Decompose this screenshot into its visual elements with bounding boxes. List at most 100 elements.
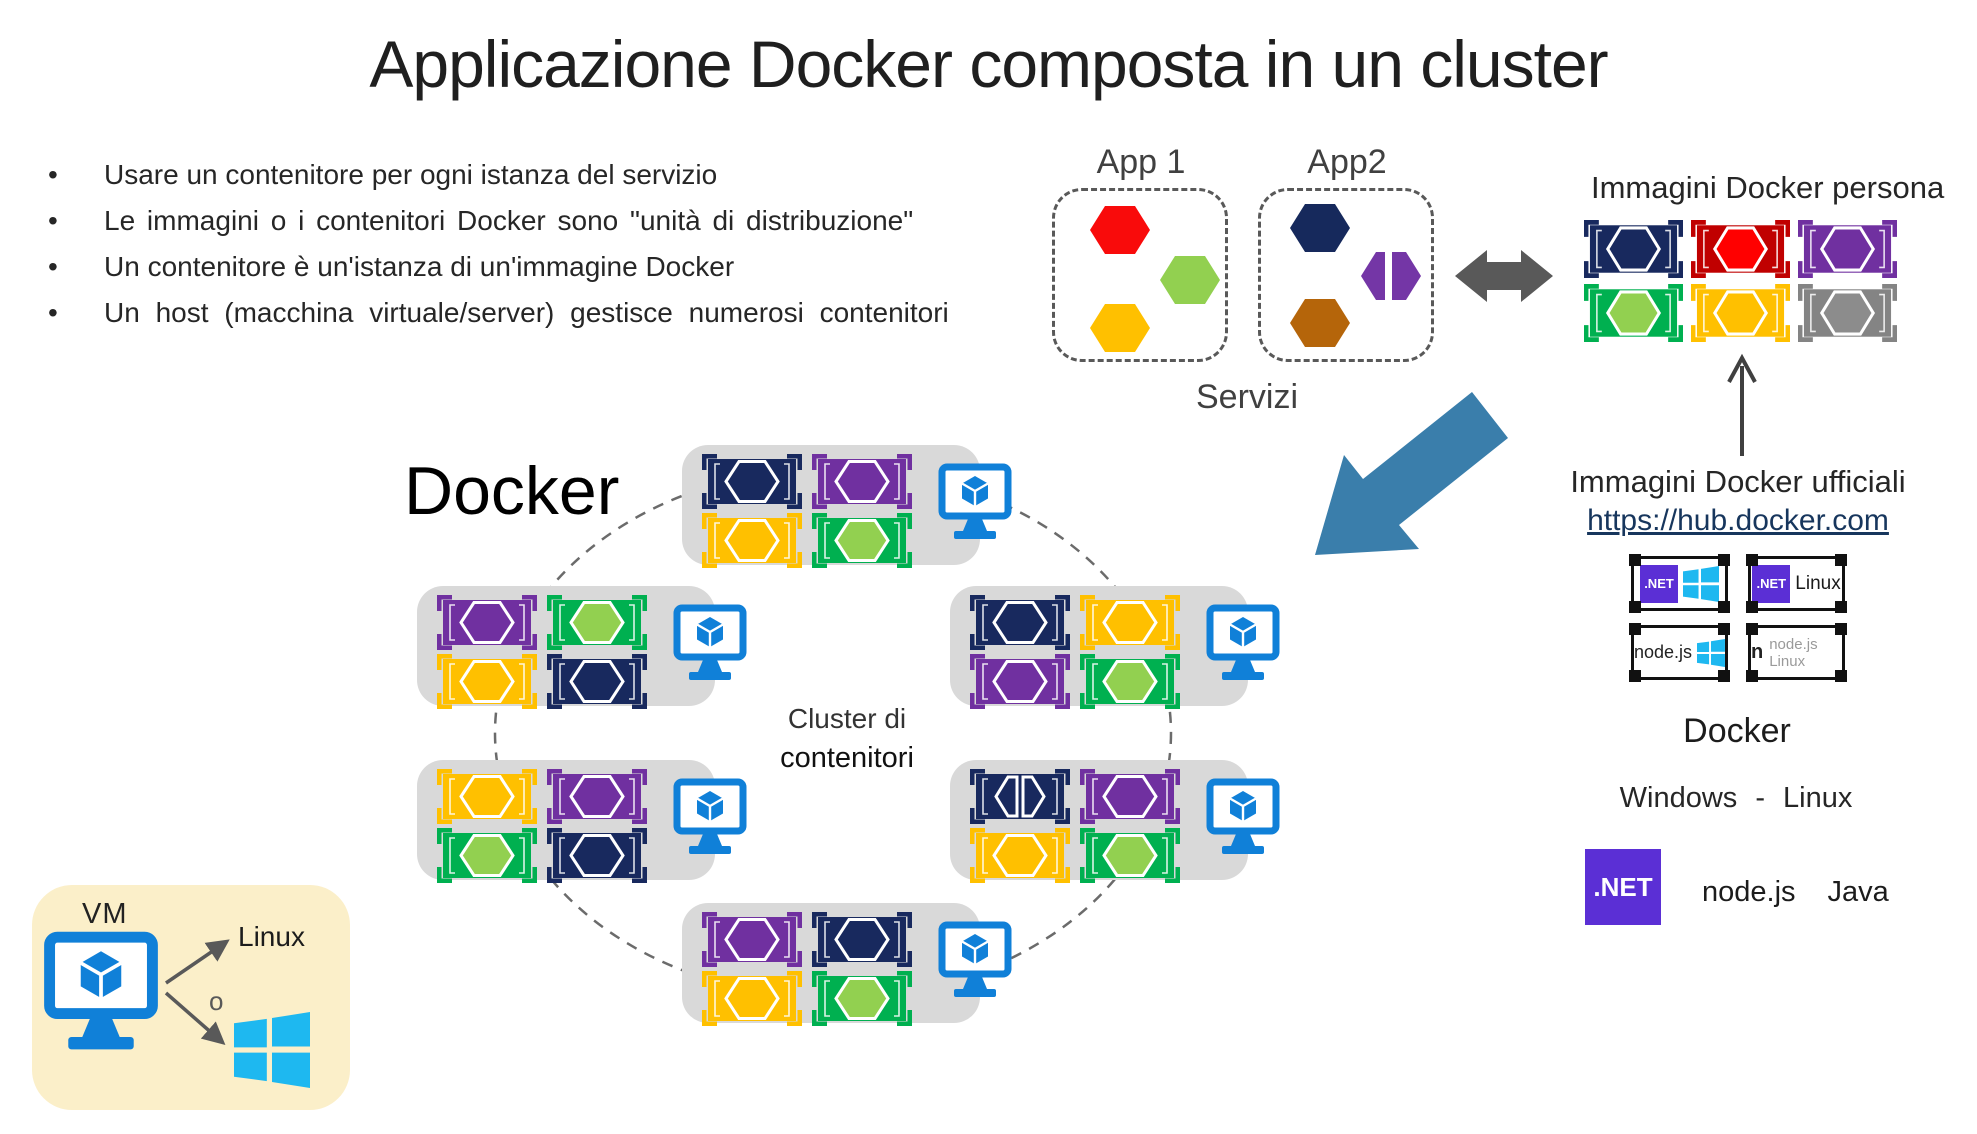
windows-logo-icon bbox=[234, 1011, 310, 1089]
container-tile-gray bbox=[1798, 284, 1897, 342]
app2-label: App2 bbox=[1307, 143, 1387, 181]
docker-platforms-title: Docker bbox=[1683, 712, 1791, 750]
host-monitor-icon bbox=[673, 604, 747, 690]
container-tile-purple bbox=[547, 769, 647, 824]
container-grid bbox=[702, 912, 912, 1026]
monitor-cube-icon bbox=[938, 463, 1012, 539]
up-arrow-icon bbox=[1727, 353, 1757, 456]
app2-dashed-box bbox=[1258, 188, 1434, 362]
nodejs-n-icon: n bbox=[1751, 641, 1764, 663]
cluster-node-bottom bbox=[682, 903, 1012, 1026]
container-tile-purple bbox=[812, 454, 912, 509]
nodejs-label: node.js bbox=[1634, 642, 1693, 662]
container-tile-navy bbox=[547, 828, 647, 883]
container-grid bbox=[437, 595, 647, 709]
vm-panel: VM Linux o bbox=[32, 885, 350, 1110]
container-tile-green bbox=[1080, 828, 1180, 883]
container-tile-purple bbox=[702, 912, 802, 967]
cluster-caption: Cluster di contenitori bbox=[762, 700, 932, 778]
service-hexagon-yellow bbox=[1088, 301, 1152, 355]
container-tile-yellow bbox=[1691, 284, 1790, 342]
monitor-cube-icon bbox=[1206, 778, 1280, 854]
monitor-cube-icon bbox=[673, 778, 747, 854]
monitor-cube-icon bbox=[673, 604, 747, 680]
cluster-node-lower-right bbox=[950, 760, 1280, 883]
app1-label: App 1 bbox=[1096, 143, 1186, 181]
container-tile-green bbox=[1584, 284, 1683, 342]
custom-images-title: Immagini Docker persona bbox=[1591, 170, 1945, 205]
container-tile-yellow bbox=[702, 971, 802, 1026]
container-tile-green bbox=[812, 971, 912, 1026]
linux-label: Linux bbox=[1795, 572, 1841, 594]
services-caption: Servizi bbox=[1195, 378, 1299, 416]
official-image-nodejs-windows: node.js bbox=[1629, 623, 1730, 682]
container-grid bbox=[970, 595, 1180, 709]
container-tile-yellow bbox=[437, 769, 537, 824]
docker-label: Docker bbox=[404, 453, 620, 529]
cluster-node-upper-right bbox=[950, 586, 1280, 709]
container-tile-purple bbox=[970, 654, 1070, 709]
container-tile-green bbox=[437, 828, 537, 883]
windows-flag-icon bbox=[234, 1012, 310, 1088]
container-tile-navy bbox=[547, 654, 647, 709]
vm-monitor-icon bbox=[42, 931, 160, 1065]
monitor-cube-icon bbox=[1206, 604, 1280, 680]
official-image-net-linux: .NET Linux bbox=[1746, 554, 1847, 613]
host-monitor-icon bbox=[1206, 778, 1280, 864]
java-runtime-label: Java bbox=[1827, 875, 1889, 908]
monitor-cube-icon bbox=[938, 921, 1012, 997]
exchange-arrow-icon bbox=[1455, 250, 1553, 302]
service-hexagon-red bbox=[1088, 203, 1152, 257]
dotnet-chip: .NET bbox=[1752, 564, 1791, 603]
custom-images-grid bbox=[1584, 220, 1897, 342]
windows-flag-icon bbox=[1683, 565, 1719, 602]
windows-logo-icon bbox=[1683, 565, 1719, 602]
app1-dashed-box bbox=[1052, 188, 1228, 362]
container-tile-purple bbox=[437, 595, 537, 650]
bullet-item: Le immagini o i contenitori Docker sono … bbox=[48, 198, 1058, 244]
container-tile-red bbox=[1691, 220, 1790, 278]
platforms-label: Windows - Linux bbox=[1619, 782, 1853, 814]
cluster-caption-line2: contenitori bbox=[780, 742, 914, 774]
vm-label: VM bbox=[82, 898, 128, 930]
cluster-node-lower-left bbox=[417, 760, 747, 883]
page-title: Applicazione Docker composta in un clust… bbox=[369, 27, 1608, 101]
dotnet-badge: .NET bbox=[1585, 849, 1661, 925]
cluster-node-upper-left bbox=[417, 586, 747, 709]
host-monitor-icon bbox=[938, 463, 1012, 549]
nodejs-runtime-label: node.js bbox=[1702, 875, 1796, 908]
container-tile-yellow bbox=[702, 513, 802, 568]
service-hexagon-purple-split bbox=[1359, 249, 1423, 303]
container-tile-green bbox=[812, 513, 912, 568]
windows-logo-icon bbox=[1697, 635, 1725, 671]
container-tile-purple bbox=[1798, 220, 1897, 278]
service-hexagon-brown bbox=[1288, 296, 1352, 350]
bullet-list: Usare un contenitore per ogni istanza de… bbox=[48, 152, 1058, 336]
host-monitor-icon bbox=[1206, 604, 1280, 690]
official-images-title: Immagini Docker ufficiali bbox=[1570, 464, 1906, 499]
bullet-item: Usare un contenitore per ogni istanza de… bbox=[48, 152, 1058, 198]
container-tile-yellow bbox=[970, 828, 1070, 883]
bullet-item: Un contenitore è un'istanza di un'immagi… bbox=[48, 244, 1058, 290]
dotnet-chip: .NET bbox=[1640, 564, 1678, 603]
container-tile-yellow bbox=[1080, 595, 1180, 650]
container-tile-yellow bbox=[437, 654, 537, 709]
docker-hub-link[interactable]: https://hub.docker.com bbox=[1587, 504, 1889, 537]
container-tile-purple bbox=[1080, 769, 1180, 824]
container-tile-navy bbox=[702, 454, 802, 509]
or-label: o bbox=[209, 986, 224, 1016]
bullet-item: Un host (macchina virtuale/server) gesti… bbox=[48, 290, 1058, 336]
container-grid bbox=[970, 769, 1180, 883]
host-monitor-icon bbox=[673, 778, 747, 864]
runtimes-label: node.js Java bbox=[1702, 872, 1889, 912]
cluster-node-top bbox=[682, 445, 1012, 568]
container-tile-navy bbox=[970, 595, 1070, 650]
nodejs-linux-label: node.js Linux bbox=[1769, 635, 1818, 670]
container-tile-green bbox=[1080, 654, 1180, 709]
container-tile-navy-split bbox=[970, 769, 1070, 824]
container-tile-navy bbox=[812, 912, 912, 967]
cluster-caption-line1: Cluster di bbox=[787, 703, 907, 734]
windows-flag-icon bbox=[1697, 638, 1725, 667]
official-image-net-windows: .NET bbox=[1629, 554, 1730, 613]
